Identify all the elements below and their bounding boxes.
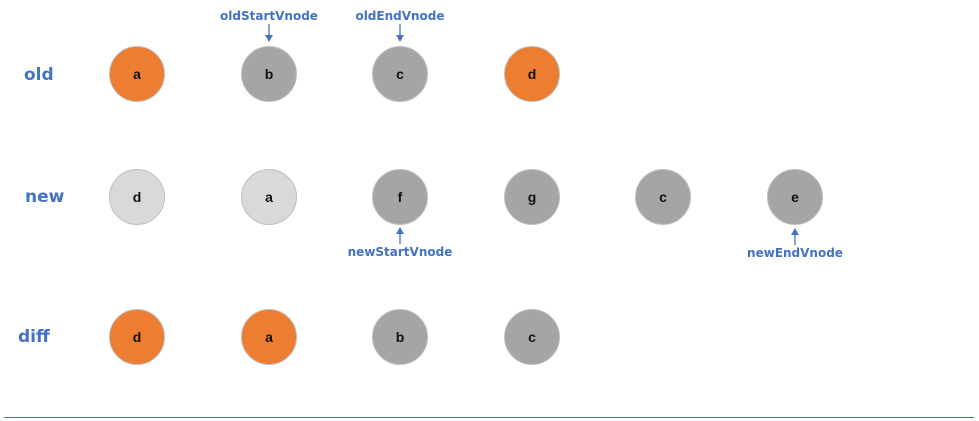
diff-row-label: diff [18, 327, 50, 347]
node-letter: d [132, 329, 142, 345]
new-start-pointer: newStartVnode [340, 227, 460, 259]
node-letter: c [659, 189, 667, 205]
arrow-head [791, 228, 799, 235]
old-end-vnode-label: oldEndVnode [355, 9, 445, 23]
old-node-a: a [109, 46, 165, 102]
new-node-a: a [241, 169, 297, 225]
arrow-down-icon [396, 24, 404, 42]
node-letter: d [132, 189, 142, 205]
arrow-up-icon [791, 228, 799, 245]
node-letter: c [396, 66, 404, 82]
new-end-pointer: newEndVnode [735, 228, 855, 260]
new-row-label: new [25, 187, 65, 207]
node-letter: g [527, 189, 537, 205]
old-node-c: c [372, 46, 428, 102]
node-letter: a [133, 66, 141, 82]
new-node-c: c [635, 169, 691, 225]
arrow-head [265, 35, 273, 42]
arrow-down-icon [265, 24, 273, 42]
arrow-head [396, 35, 404, 42]
old-start-vnode-label: oldStartVnode [220, 9, 318, 23]
bottom-divider [4, 417, 974, 418]
arrow-up-icon [396, 227, 404, 244]
new-end-vnode-label: newEndVnode [747, 246, 843, 260]
diff-node-a: a [241, 309, 297, 365]
old-row-label: old [24, 65, 54, 85]
old-start-pointer: oldStartVnode [209, 9, 329, 43]
node-letter: c [528, 329, 536, 345]
node-letter: a [265, 329, 273, 345]
old-node-d: d [504, 46, 560, 102]
new-node-f: f [372, 169, 428, 225]
new-start-vnode-label: newStartVnode [347, 245, 453, 259]
node-letter: f [397, 189, 403, 205]
diff-node-c: c [504, 309, 560, 365]
new-node-g: g [504, 169, 560, 225]
node-letter: e [791, 189, 799, 205]
new-node-d: d [109, 169, 165, 225]
node-letter: a [265, 189, 273, 205]
old-node-b: b [241, 46, 297, 102]
node-letter: b [395, 329, 405, 345]
diff-node-d: d [109, 309, 165, 365]
diff-node-b: b [372, 309, 428, 365]
new-node-e: e [767, 169, 823, 225]
node-letter: d [527, 66, 537, 82]
old-end-pointer: oldEndVnode [340, 9, 460, 43]
arrow-head [396, 227, 404, 234]
node-letter: b [264, 66, 274, 82]
